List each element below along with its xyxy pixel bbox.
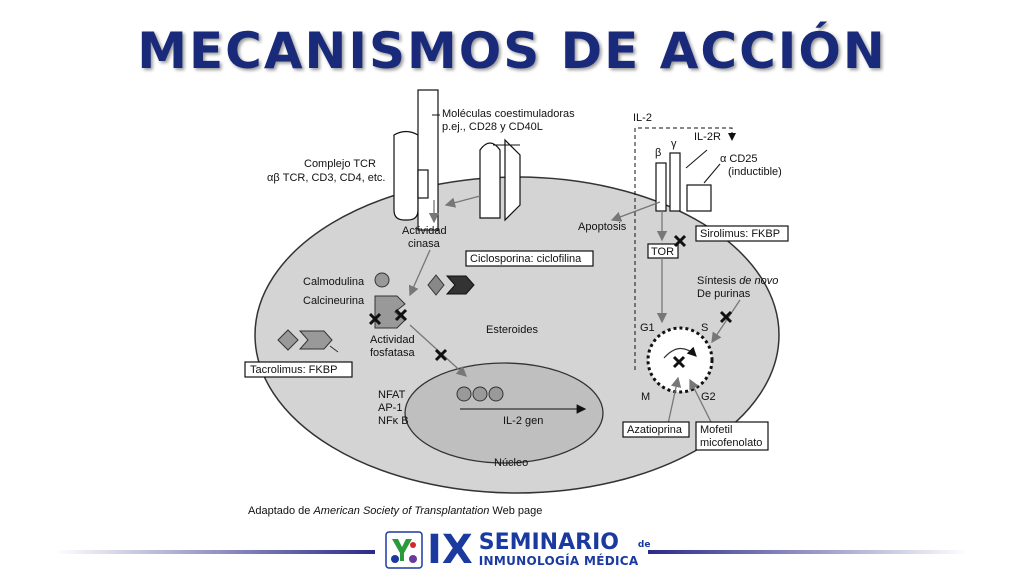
logo-emblem-icon bbox=[385, 531, 423, 569]
il2-gen-label: IL-2 gen bbox=[503, 415, 543, 427]
phosphatase-label-1: Actividad bbox=[370, 334, 415, 346]
gamma-label: γ bbox=[671, 138, 677, 150]
tacrolimus-label: Tacrolimus: FKBP bbox=[250, 364, 337, 376]
inhibition-x-mark bbox=[368, 312, 382, 326]
apoptosis-arrow bbox=[610, 201, 661, 222]
sintesis-label-2: De purinas bbox=[697, 288, 751, 300]
sintesis-label-1: Síntesis de novo bbox=[697, 275, 778, 287]
citation-source: American Society of Transplantation bbox=[313, 505, 490, 517]
il2-dashed-pathway bbox=[634, 127, 736, 370]
nucleo-label: Núcleo bbox=[494, 457, 528, 469]
mofetil-arrow bbox=[689, 378, 713, 425]
calcineurina-label: Calcineurina bbox=[303, 295, 365, 307]
page-title: MECANISMOS DE ACCIÓN bbox=[137, 22, 887, 80]
tacrolimus-box bbox=[244, 361, 353, 378]
fkbp-chevron bbox=[298, 330, 333, 350]
logo-roman-numeral: IX bbox=[427, 527, 473, 573]
calmodulina-circle bbox=[374, 272, 390, 288]
costim-label-1: Moléculas coestimuladoras bbox=[442, 108, 575, 120]
tcr-receptor bbox=[393, 89, 439, 231]
cyclophilin-chevron bbox=[445, 275, 475, 295]
nfkb-label: NFκ B bbox=[378, 415, 409, 427]
transcription-factor-circle bbox=[488, 386, 504, 402]
nucleus bbox=[404, 362, 604, 464]
kinase-to-calcineurin-arrow bbox=[408, 249, 431, 297]
esteroides-label: Esteroides bbox=[486, 324, 538, 336]
costimulatory-molecule bbox=[479, 138, 521, 222]
transcription-factor-circle bbox=[472, 386, 488, 402]
ap1-label: AP-1 bbox=[378, 402, 402, 414]
il2-receptor bbox=[655, 152, 712, 212]
kinase-arrow-2 bbox=[444, 195, 481, 208]
azatioprina-arrow bbox=[667, 376, 682, 425]
il2r-label: IL-2R bbox=[694, 131, 721, 143]
g1-label: G1 bbox=[640, 322, 655, 334]
logo-inmunologia: INMUNOLOGÍA MÉDICA bbox=[478, 554, 639, 568]
sirolimus-label: Sirolimus: FKBP bbox=[700, 228, 780, 240]
inhibition-x-mark bbox=[394, 308, 408, 322]
ciclosporina-box bbox=[465, 250, 594, 267]
calmodulina-label: Calmodulina bbox=[303, 276, 365, 288]
footer-line-left bbox=[55, 550, 375, 554]
tor-label: TOR bbox=[651, 246, 674, 258]
inhibition-x-mark bbox=[672, 355, 686, 369]
tor-box bbox=[647, 243, 679, 259]
inhibition-x-mark bbox=[673, 234, 687, 248]
sirolimus-box bbox=[695, 225, 789, 242]
beta-label: β bbox=[655, 147, 661, 159]
mofetil-label-1: Mofetil bbox=[700, 424, 732, 436]
inhibition-x-mark bbox=[719, 310, 733, 324]
kinase-label-1: Actividad bbox=[402, 225, 447, 237]
citation-suffix: Web page bbox=[489, 505, 543, 517]
m-label: M bbox=[641, 391, 650, 403]
tcr-label-2: αβ TCR, CD3, CD4, etc. bbox=[267, 172, 385, 184]
azatioprina-label: Azatioprina bbox=[627, 424, 683, 436]
footer-line-right bbox=[648, 550, 968, 554]
il2-label: IL-2 bbox=[633, 112, 652, 124]
azatioprina-box bbox=[622, 421, 690, 438]
mofetil-label-2: micofenolato bbox=[700, 437, 762, 449]
cd25-label-2: (inductible) bbox=[728, 166, 782, 178]
logo-de: de bbox=[637, 540, 651, 550]
phosphatase-label-2: fosfatasa bbox=[370, 347, 416, 359]
mofetil-box bbox=[695, 421, 769, 451]
ciclosporina-label: Ciclosporina: ciclofilina bbox=[470, 253, 582, 265]
purine-to-cycle-arrow bbox=[711, 299, 741, 344]
source-citation: Adaptado de American Society of Transpla… bbox=[248, 505, 542, 517]
inhibition-x-mark bbox=[434, 348, 448, 362]
tacrolimus-diamond bbox=[277, 329, 299, 351]
transcription-factor-circle bbox=[456, 386, 472, 402]
costim-label-2: p.ej., CD28 y CD40L bbox=[442, 121, 543, 133]
logo-seminario: SEMINARIO de bbox=[478, 530, 651, 555]
logo-seminario-text: SEMINARIO bbox=[478, 530, 619, 555]
nfat-label: NFAT bbox=[378, 389, 406, 401]
cd25-label-1: α CD25 bbox=[720, 153, 758, 165]
tcr-label-1: Complejo TCR bbox=[304, 158, 376, 170]
s-label: S bbox=[701, 322, 708, 334]
kinase-label-2: cinasa bbox=[408, 238, 441, 250]
g2-label: G2 bbox=[701, 391, 716, 403]
seminario-logo: IX SEMINARIO de INMUNOLOGÍA MÉDICA bbox=[385, 527, 651, 573]
cyclosporin-diamond bbox=[427, 274, 445, 296]
citation-prefix: Adaptado de bbox=[248, 505, 314, 517]
apoptosis-label: Apoptosis bbox=[578, 221, 627, 233]
